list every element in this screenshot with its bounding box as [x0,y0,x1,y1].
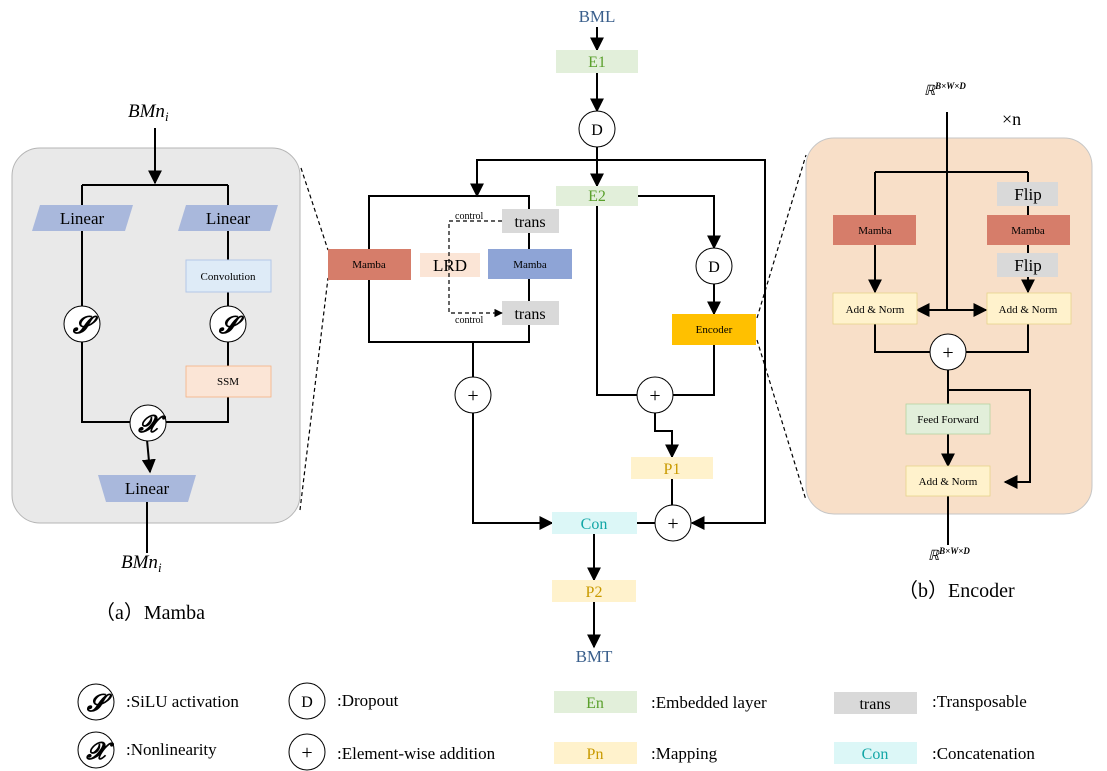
mamba-convolution-box [185,259,272,293]
add-icon-center-label: + [649,385,660,407]
encoder-caption: （b）Encoder [898,579,1015,602]
trans-top-box [502,209,559,233]
legend-trans-symbol: trans [859,696,890,713]
legend-add-icon [288,733,326,771]
legend-con-box [834,742,917,764]
dropout-icon-top-label: D [591,122,603,139]
flip-bottom-label: Flip [1014,256,1041,275]
lrd-box [420,253,480,277]
dropout-icon-right-label: D [708,259,720,276]
legend-con-text: :Concatenation [932,744,1035,763]
encoder-input-label: ℝB×W×D [924,81,966,99]
add-icon-right-label: + [667,513,678,535]
add-norm-left-box [832,292,918,325]
legend: 𝓢 :SiLU activation 𝓧 :Nonlinearity D :Dr… [77,682,1035,771]
flip-bottom-box [997,253,1058,277]
zoom-line-a-top [300,167,329,251]
trans-bottom-box [502,301,559,325]
feed-forward-label: Feed Forward [917,414,979,426]
mamba-output-label: BMni [121,552,162,575]
p2-label: P2 [586,584,603,601]
encoder-repeat-label: ×n [1002,109,1021,129]
flip-top-box [997,182,1058,206]
legend-dropout-icon [288,682,326,720]
encoder-label: Encoder [696,324,733,336]
e1-box [556,50,638,73]
encoder-panel: ℝB×W×D ×n Flip Mamba Mamba Flip Add & No… [805,81,1093,602]
e2-box [556,186,638,206]
encoder-output-label: ℝB×W×D [928,546,970,564]
p1-box [631,457,713,479]
legend-en-box [554,691,637,713]
legend-con-symbol: Con [862,746,889,763]
mamba-linear-bottom-label: Linear [125,479,170,498]
legend-dropout-text: :Dropout [337,691,399,710]
p2-box [552,580,636,602]
legend-silu-icon [77,683,115,721]
encoder-mamba-right [987,215,1070,245]
add-norm-right-box [986,292,1072,325]
input-bml-label: BML [579,7,616,26]
mamba-linear-right [178,205,278,231]
legend-pn-text: :Mapping [651,744,718,763]
legend-en-text: :Embedded layer [651,693,767,712]
encoder-add-icon [929,333,967,371]
mamba-block-label: Mamba [352,259,386,271]
nonlinearity-icon [129,404,167,442]
encoder-mamba-right-label: Mamba [1011,225,1045,237]
main-pipeline: BML E1 D E2 Mamba LRD Mamba trans trans … [328,7,766,666]
trans-bottom-label: trans [514,306,545,323]
mamba-panel-background [11,147,301,524]
silu-icon-right [209,305,247,343]
encoder-mamba-left-label: Mamba [858,225,892,237]
output-bmt-label: BMT [576,647,613,666]
e2-label: E2 [588,188,606,205]
legend-pn-symbol: Pn [587,746,604,763]
con-label: Con [581,516,608,533]
control-top-label: control [455,211,484,222]
legend-nonlinearity-icon [77,731,115,769]
mamba-convolution-label: Convolution [200,271,256,283]
add-norm-bottom-label: Add & Norm [919,476,978,488]
inner-mamba-block [488,249,572,279]
mamba-ssm-label: SSM [217,376,239,388]
mamba-linear-left [32,205,133,231]
mamba-input-label: BMni [128,101,169,124]
add-norm-right-label: Add & Norm [999,304,1058,316]
control-bottom-label: control [455,315,484,326]
add-norm-bottom-box [905,465,991,497]
legend-pn-box [554,742,637,764]
trans-top-label: trans [514,214,545,231]
legend-add-symbol: + [301,742,312,764]
mamba-panel: BMni Linear Linear Convolution 𝓢 𝓢 SSM 𝓧… [11,101,301,624]
encoder-mamba-left [833,215,916,245]
legend-dropout-symbol: D [301,694,313,711]
legend-en-symbol: En [586,695,604,712]
silu-icon-left [63,305,101,343]
add-icon-left-label: + [467,385,478,407]
add-norm-left-label: Add & Norm [846,304,905,316]
p1-label: P1 [664,461,681,478]
encoder-add-icon-symbol: + [942,342,953,364]
feed-forward-box [905,403,991,435]
mamba-ssm-box [185,365,272,398]
flip-top-label: Flip [1014,185,1041,204]
encoder-box [672,314,756,345]
e1-label: E1 [588,54,606,71]
mamba-linear-bottom [98,475,196,502]
con-box [552,512,637,534]
lrd-label: LRD [433,256,467,275]
legend-silu-text: :SiLU activation [126,692,239,711]
mamba-linear-left-label: Linear [60,209,105,228]
mamba-linear-right-label: Linear [206,209,251,228]
inner-mamba-label: Mamba [513,259,547,271]
zoom-line-a-bottom [299,277,329,511]
legend-trans-text: :Transposable [932,692,1027,711]
legend-nonlinearity-text: :Nonlinearity [126,740,217,759]
legend-add-text: :Element-wise addition [337,744,496,763]
mamba-block [328,249,411,280]
legend-trans-box [834,692,917,714]
mamba-caption: （a）Mamba [95,601,205,624]
